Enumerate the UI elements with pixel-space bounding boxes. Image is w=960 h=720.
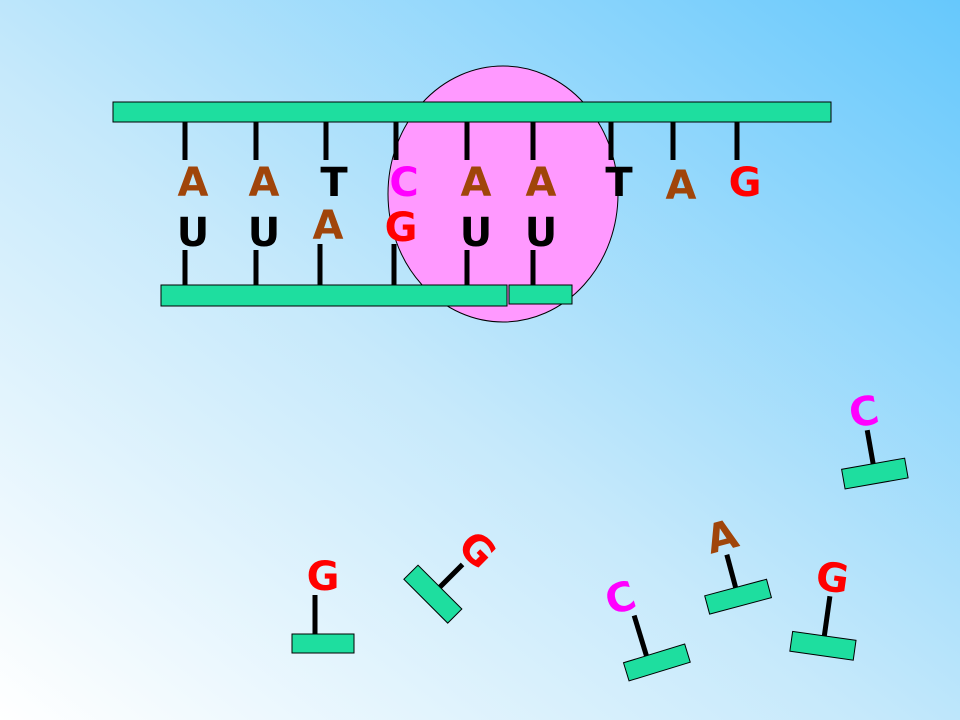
dna-base-2: A [249, 160, 280, 206]
ribosome-ellipse [387, 65, 619, 323]
dna-strand-sticks [182, 122, 740, 160]
mrna-base-3: A [313, 203, 344, 249]
dna-base-3: T [320, 160, 348, 206]
nucleotide-base: C [846, 387, 883, 437]
free-nucleotide-a-bottom-right: A [701, 511, 773, 615]
mrna-strand-bases: U U A G U U [177, 203, 557, 256]
mrna-base-2: U [248, 210, 280, 256]
dna-base-7: T [605, 160, 633, 206]
mrna-strand-backbone [160, 284, 508, 307]
nucleotide-base: G [307, 554, 340, 600]
mrna-base-1: U [177, 210, 209, 256]
dna-base-8: A [666, 163, 697, 209]
free-nucleotide-c-top-right: C [841, 387, 909, 490]
mrna-new-nucleotide-block [508, 284, 573, 305]
nucleotide-stick [438, 562, 465, 589]
mrna-base-4: G [385, 205, 418, 251]
nucleotide-base: C [600, 572, 642, 625]
nucleotide-sugar-block [789, 630, 857, 661]
dna-base-5: A [461, 160, 492, 206]
dna-base-4: C [389, 160, 418, 206]
free-nucleotide-c-bottom-center: C [600, 572, 691, 682]
nucleotide-sugar-block [704, 578, 773, 615]
nucleotide-base: A [701, 511, 743, 563]
nucleotide-stick [631, 614, 649, 657]
mrna-base-5: U [460, 210, 492, 256]
free-nucleotide-g-bottom-right: G [789, 553, 857, 661]
nucleotide-stick [864, 429, 876, 465]
mrna-base-6: U [525, 210, 557, 256]
nucleotide-sugar-block [291, 633, 355, 654]
nucleotide-base: G [813, 553, 852, 603]
nucleotide-sugar-block [622, 643, 691, 682]
mrna-strand-sticks [182, 244, 536, 285]
nucleotide-stick [724, 554, 739, 589]
dna-base-6: A [526, 160, 557, 206]
nucleotide-stick [821, 595, 833, 637]
dna-base-1: A [178, 160, 209, 206]
free-nucleotide-g-bottom-left: G [291, 554, 355, 654]
dna-strand-bases: A A T C A A T A G [178, 160, 762, 209]
free-nucleotide-g-tilted: G [403, 522, 505, 624]
dna-base-9: G [729, 160, 762, 206]
dna-strand-backbone [112, 101, 832, 123]
